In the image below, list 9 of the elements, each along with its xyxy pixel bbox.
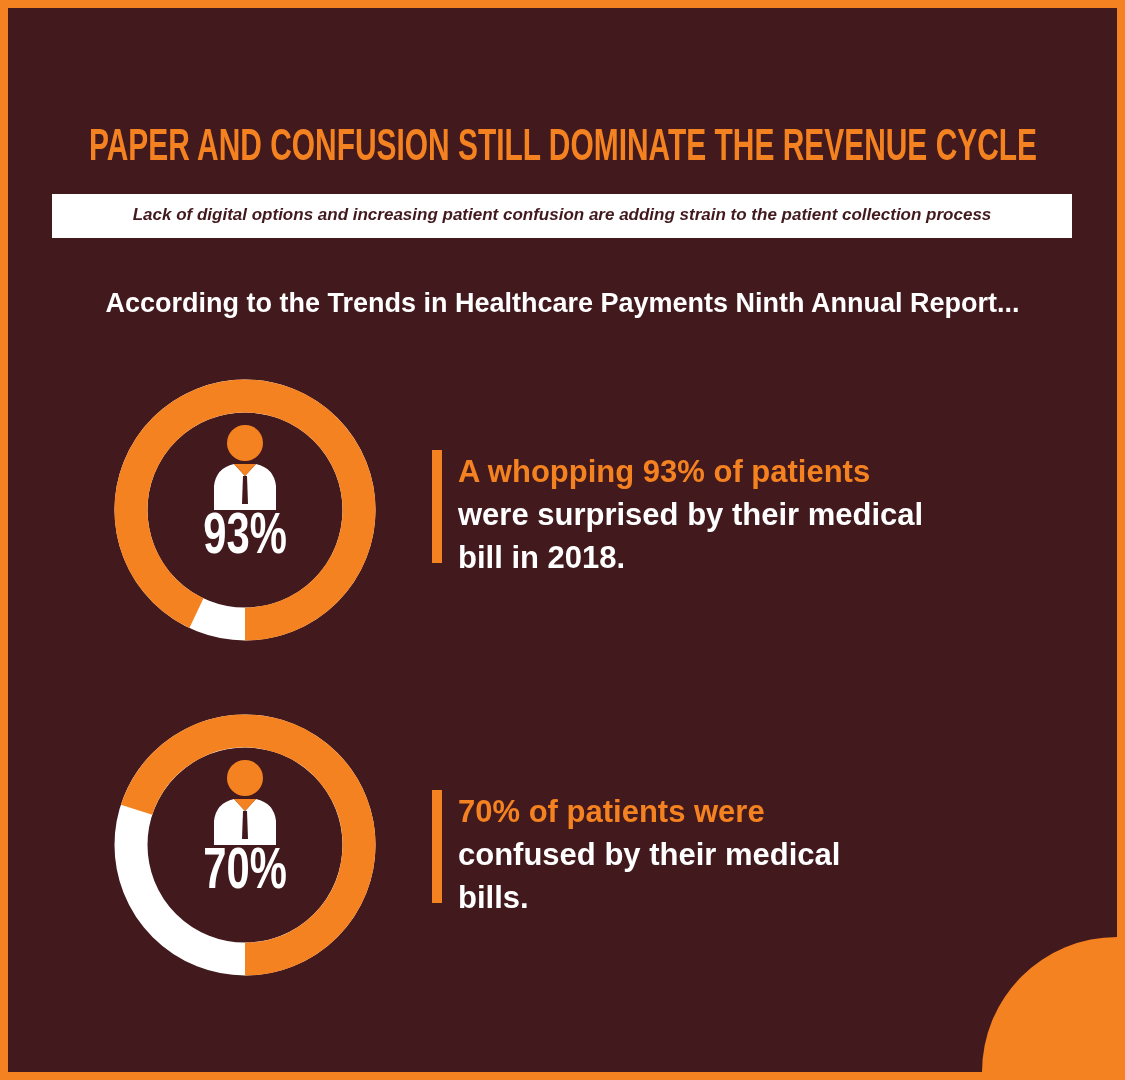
stat-text: were surprised by their medical bill in 2018. <box>458 496 925 577</box>
stat-text: A whopping 93% of patients <box>458 453 872 491</box>
percentage-value: 70% <box>203 834 287 901</box>
stat-text: 70% of patients were <box>458 793 766 831</box>
stat-text: confused by their medical bills. <box>458 836 842 917</box>
intro-text: According to the Trends in Healthcare Payments Ninth Annual Report... <box>105 288 1020 318</box>
subtitle-text: Lack of digital options and increasing patient confusion are adding strain to the patient collection process <box>131 205 993 225</box>
percentage-value: 93% <box>203 499 287 566</box>
headline: PAPER AND CONFUSION STILL DOMINATE THE REVENUE CYCLE <box>88 120 1037 170</box>
